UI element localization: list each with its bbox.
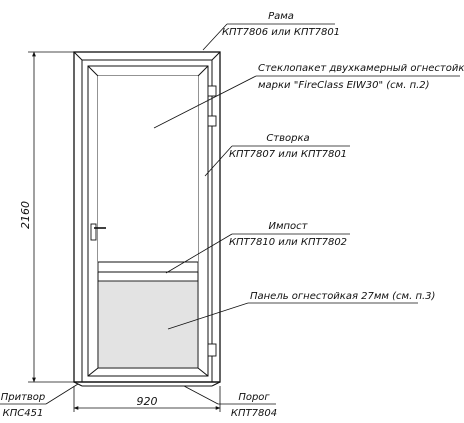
transom-detail: КПТ7810 или КПТ7802 [229,237,347,248]
stop-title: Притвор [1,392,46,403]
hinge-icon [207,85,217,357]
stop-detail: КПС451 [3,408,44,419]
callout-panel: Панель огнестойкая 27мм (см. п.3) [167,291,435,330]
frame-title: Рама [268,11,294,22]
sash-title: Створка [266,133,309,144]
callout-sash: Створка КПТ7807 или КПТ7801 [204,133,350,177]
panel-title: Панель огнестойкая 27мм (см. п.3) [250,291,435,302]
callout-threshold: Порог КПТ7804 [183,385,277,419]
transom-bar [98,261,198,273]
glazing-unit [98,76,198,262]
callout-glazing: Стеклопакет двухкамерный огнестойкий мар… [153,63,464,129]
glazing-title: Стеклопакет двухкамерный огнестойкий [258,63,464,74]
height-value: 2160 [19,201,32,229]
callout-transom: Импост КПТ7810 или КПТ7802 [165,221,350,274]
threshold-profile [73,381,221,387]
transom-title: Импост [268,221,308,232]
callout-frame: Рама КПТ7806 или КПТ7801 [202,11,340,51]
width-value: 920 [137,395,158,408]
door-handle-icon [90,223,106,241]
glazing-detail: марки "FireClass EIW30" (см. п.2) [258,80,430,91]
frame-detail: КПТ7806 или КПТ7801 [222,27,340,38]
callout-stop: Притвор КПС451 [0,383,79,419]
threshold-detail: КПТ7804 [231,408,277,419]
sash-detail: КПТ7807 или КПТ7801 [229,149,347,160]
threshold-title: Порог [238,392,270,403]
height-dimension [28,51,74,383]
width-dimension [73,386,221,412]
